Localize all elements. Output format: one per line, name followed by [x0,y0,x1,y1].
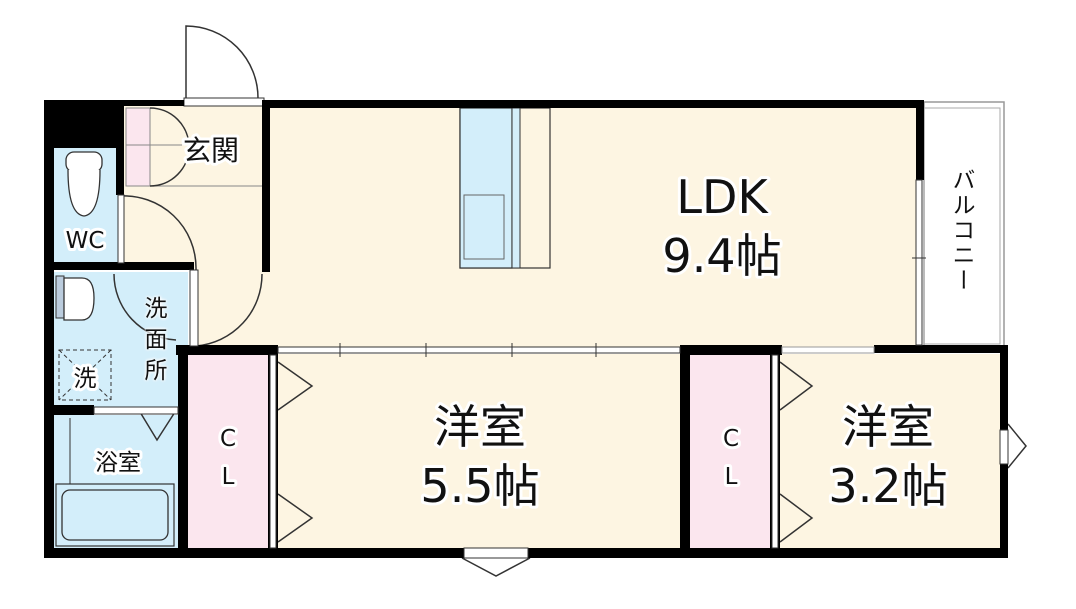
ldk-size: 9.4帖 [662,229,781,283]
closet2-l: L [725,464,738,490]
room1-size: 5.5帖 [420,459,539,513]
entrance-tile [125,107,151,187]
sink-icon [55,275,95,321]
closet1-floor [186,354,270,550]
toilet-icon [65,151,103,217]
balcony-label: バルコニー [948,168,974,293]
washroom-label: 洗面所 [140,296,166,389]
closet1-c: C [220,426,236,452]
closet2-c: C [723,426,739,452]
hall-lower-floor [190,268,270,348]
washer-label: 洗 [74,366,97,392]
ldk-floor [262,106,918,348]
washer-pan-icon [58,349,112,401]
room1-name: 洋室 [434,400,526,454]
closet1-l: L [222,464,235,490]
room2-floor [780,354,1002,550]
kitchen-counter [459,107,551,269]
room1-floor [278,354,682,550]
closet2-floor [688,354,772,550]
front-door-icon [185,25,259,100]
balcony-floor [923,101,1005,349]
bathtub-icon [55,418,175,547]
room2-name: 洋室 [842,400,934,454]
bath-label: 浴室 [95,450,141,476]
ldk-name: LDK [676,170,769,224]
entrance-label: 玄関 [183,134,239,167]
wc-label: WC [66,228,105,254]
room2-size: 3.2帖 [828,459,947,513]
